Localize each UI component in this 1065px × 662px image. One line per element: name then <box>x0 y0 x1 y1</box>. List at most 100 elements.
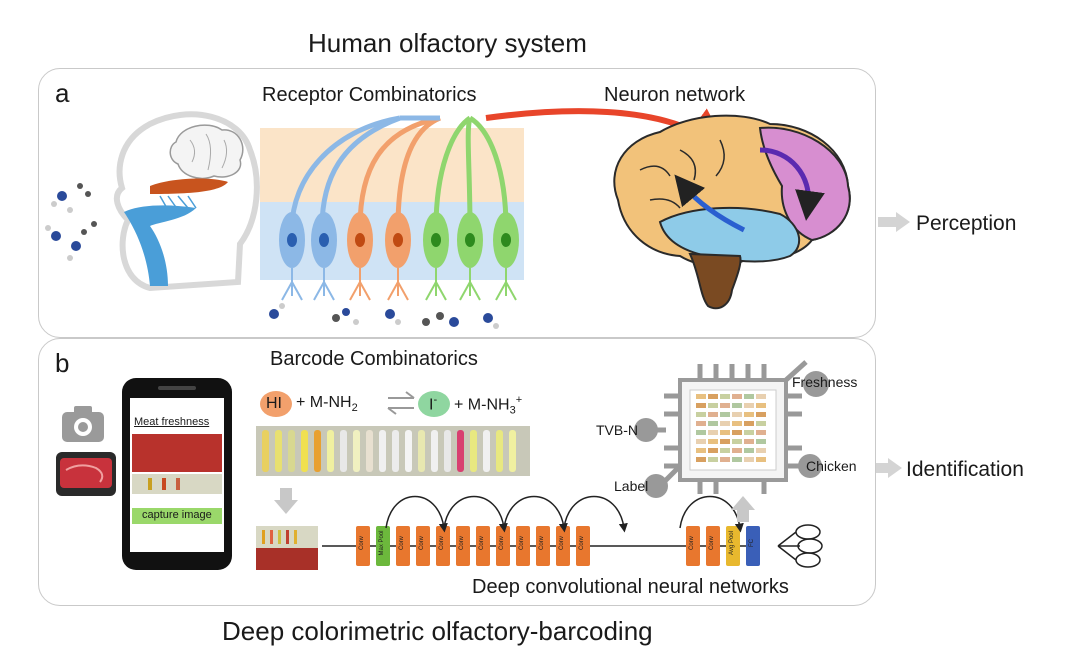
chip-data-bar <box>744 412 754 417</box>
cnn-layer-label: Conv <box>709 536 715 550</box>
chip-data-bar <box>744 439 754 444</box>
chip-data-bar <box>744 421 754 426</box>
chip-data-bar <box>732 439 742 444</box>
chip-data-bar <box>756 439 766 444</box>
cnn-layer <box>476 526 490 566</box>
molecule-icon <box>45 183 97 261</box>
iodide-sup: - <box>433 394 438 406</box>
phone-title: Meat freshness <box>134 416 210 428</box>
cnn-layer-label: Conv <box>499 536 505 550</box>
equation-right: + M-NH3+ <box>454 394 522 417</box>
chip-data-bar <box>744 403 754 408</box>
chip-data-bar <box>732 403 742 408</box>
label-label: Label <box>614 478 649 494</box>
chip-data-bar <box>756 403 766 408</box>
chip-data-bar <box>696 448 706 453</box>
chip-data-bar <box>756 394 766 399</box>
equation-left: + M-NH2 <box>296 394 358 414</box>
chip-data-bar <box>756 412 766 417</box>
chip-data-bar <box>720 448 730 453</box>
sensor-stick <box>470 430 477 472</box>
chip-data-bar <box>720 403 730 408</box>
sensor-stick <box>327 430 334 472</box>
cnn-layer-label: FC <box>749 538 755 547</box>
top-title: Human olfactory system <box>308 28 587 58</box>
sensor-stick <box>366 430 373 472</box>
cnn-layer <box>746 526 760 566</box>
chip-data-bar <box>732 457 742 462</box>
chip-data-bar <box>696 394 706 399</box>
chip-data-bar <box>732 430 742 435</box>
cnn-layer-label: Conv <box>439 536 445 550</box>
chip-data-bar <box>744 448 754 453</box>
chip-data-bar <box>756 430 766 435</box>
capture-image-button[interactable]: capture image <box>142 509 212 521</box>
chip-data-bar <box>720 457 730 462</box>
chip-data-bar <box>756 457 766 462</box>
chip-data-bar <box>708 403 718 408</box>
chip-data-bar <box>696 430 706 435</box>
cnn-layer <box>726 526 740 566</box>
cnn-layer <box>456 526 470 566</box>
perception-label: Perception <box>916 212 1017 235</box>
receptor-neurons <box>269 108 732 329</box>
chip-data-bar <box>708 394 718 399</box>
chip-data-bar <box>708 430 718 435</box>
sensor-stick <box>509 430 516 472</box>
cnn-layer <box>436 526 450 566</box>
equation-left-sub: 2 <box>351 402 358 415</box>
cnn-layer-label: Conv <box>479 536 485 550</box>
sensor-stick <box>314 430 321 472</box>
receptor-combinatorics-label: Receptor Combinatorics <box>262 84 477 106</box>
chip-data-bar <box>708 457 718 462</box>
cnn-layer <box>496 526 510 566</box>
equation-right-sub: 3 <box>509 404 516 417</box>
sensor-stick <box>405 430 412 472</box>
phone-mockup <box>122 378 232 570</box>
brain-icon <box>613 114 851 310</box>
chip-data-bar <box>732 412 742 417</box>
meat-package-image <box>56 452 116 496</box>
cnn-layer <box>536 526 550 566</box>
tvbn-label: TVB-N <box>596 422 638 438</box>
barcode-strip-image <box>256 426 530 476</box>
cnn-layer-label: Conv <box>519 536 525 550</box>
sensor-stick <box>392 430 399 472</box>
chip-data-bar <box>708 412 718 417</box>
panel-a-letter: a <box>55 78 70 108</box>
cnn-layer-label: Conv <box>459 536 465 550</box>
chip-data-bar <box>732 448 742 453</box>
cnn-layer-label: Conv <box>579 536 585 550</box>
chip-data-bar <box>696 439 706 444</box>
cnn-layer <box>376 526 390 566</box>
chicken-label: Chicken <box>806 458 857 474</box>
network-label: Deep convolutional neural networks <box>472 576 789 598</box>
iodide-text: I <box>429 396 434 414</box>
cropped-barcode-image <box>256 526 318 570</box>
bottom-title: Deep colorimetric olfactory-barcoding <box>222 616 653 646</box>
sensor-stick <box>444 430 451 472</box>
sensor-stick <box>496 430 503 472</box>
cnn-layer <box>516 526 530 566</box>
cnn-layer <box>706 526 720 566</box>
sensor-stick <box>431 430 438 472</box>
chip-data-bar <box>720 394 730 399</box>
sensor-stick <box>457 430 464 472</box>
chip-data-bar <box>744 457 754 462</box>
panel-b-letter: b <box>55 348 70 378</box>
chip-data-bar <box>756 421 766 426</box>
hi-label: HI <box>266 395 282 412</box>
chip-data-bar <box>732 421 742 426</box>
chip-data-bar <box>720 430 730 435</box>
chip-data-bar <box>732 394 742 399</box>
cnn-layer-label: Avg Pool <box>729 531 735 555</box>
cnn-layer-label: Conv <box>559 536 565 550</box>
neuron-network-label: Neuron network <box>604 84 746 106</box>
sensor-stick <box>340 430 347 472</box>
sensor-stick <box>483 430 490 472</box>
chip-data-bar <box>708 439 718 444</box>
freshness-label: Freshness <box>792 374 858 390</box>
cnn-layer-label: Conv <box>539 536 545 550</box>
cnn-layer-label: Conv <box>419 536 425 550</box>
